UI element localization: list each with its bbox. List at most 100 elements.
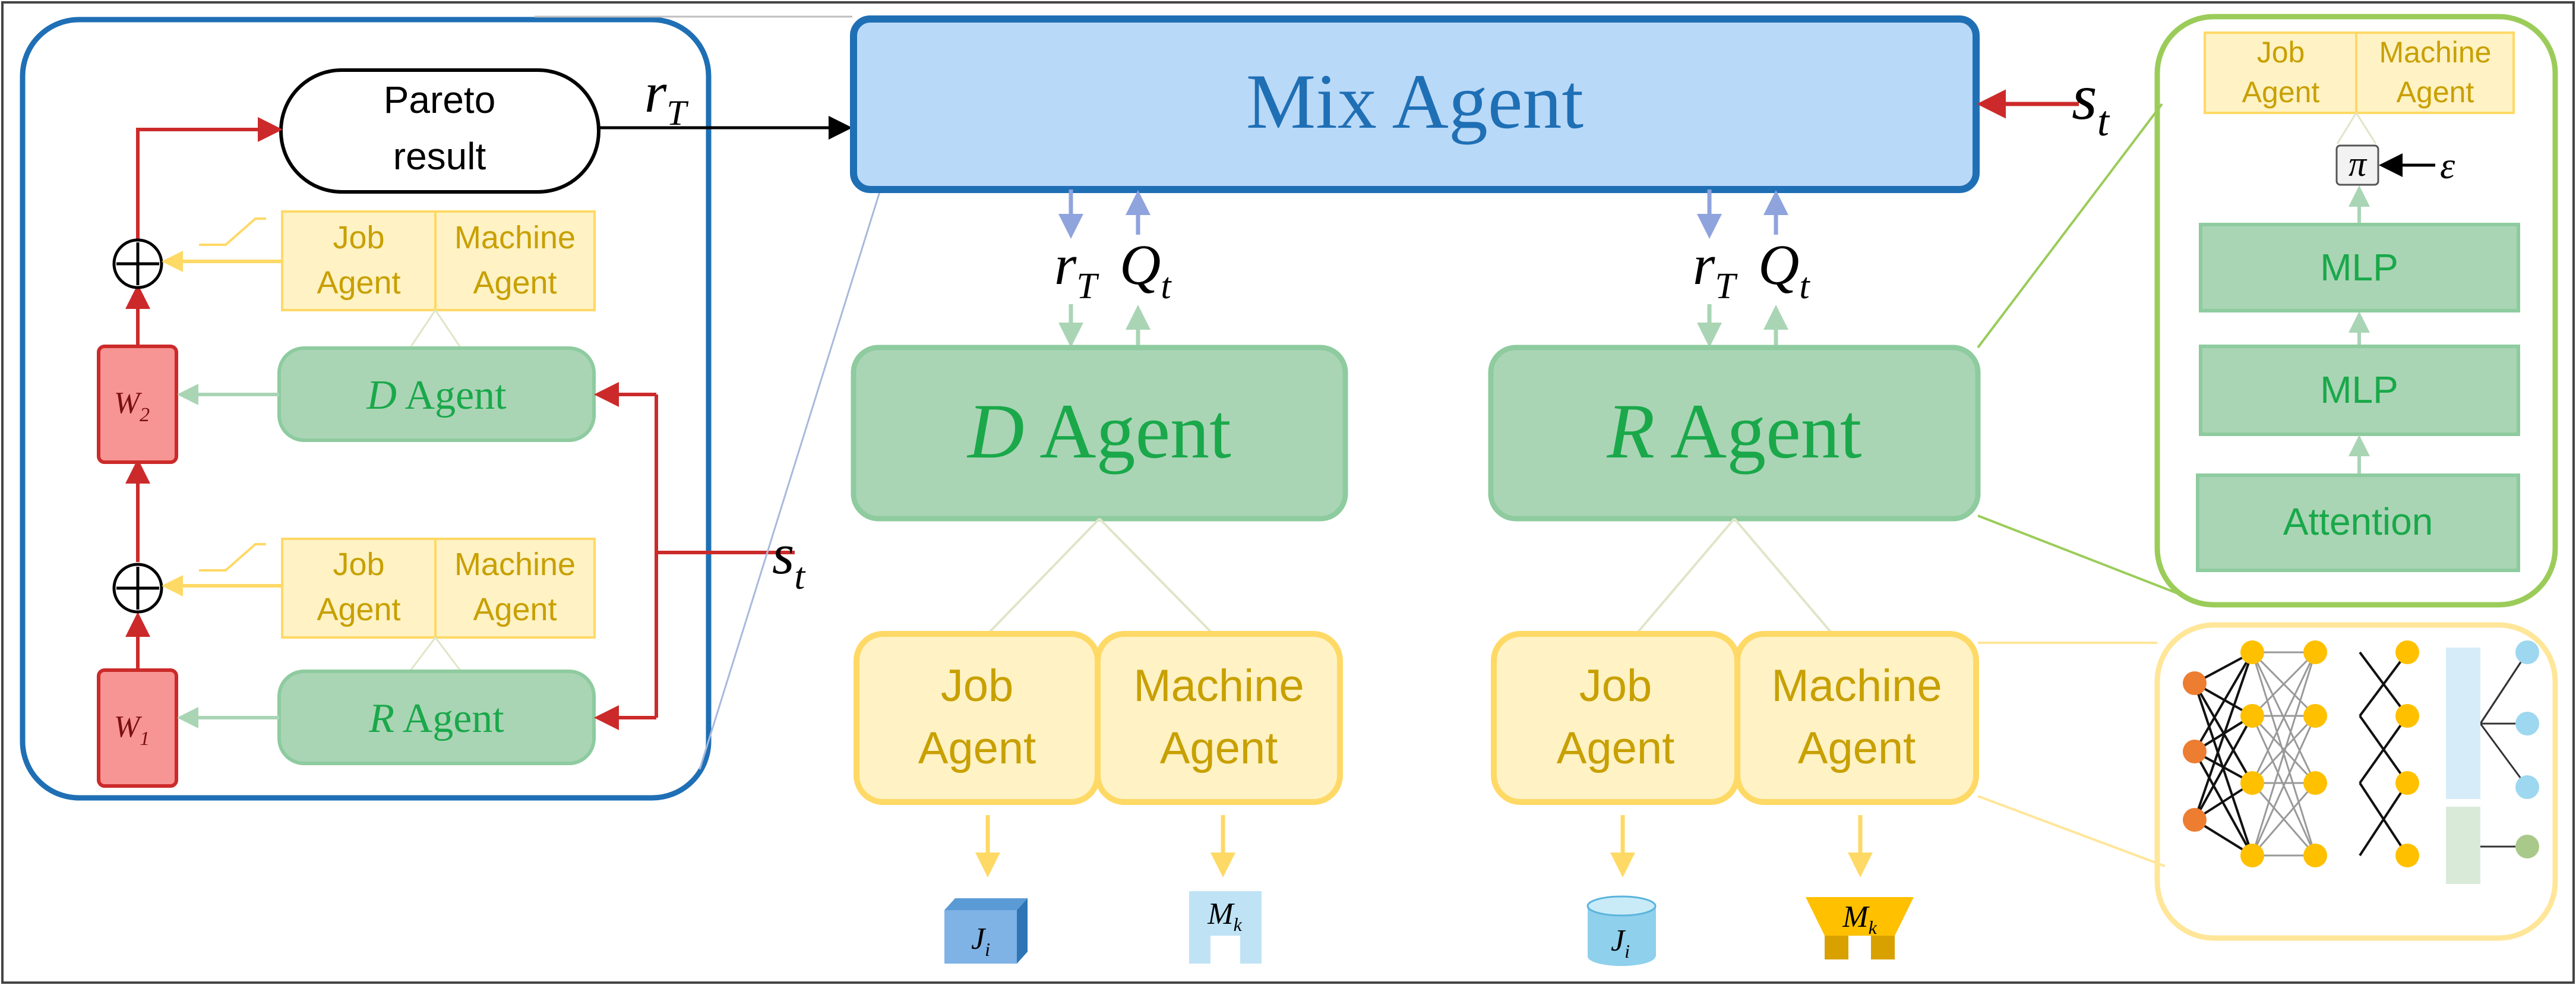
left-lower-machine-line2: Agent xyxy=(473,592,557,627)
net-job-agent xyxy=(2204,31,2357,114)
w2-weight-box xyxy=(97,345,178,464)
nn-hidden-node xyxy=(2303,704,2327,728)
right-nn-panel xyxy=(2154,622,2558,941)
left-st-label: st xyxy=(772,522,806,597)
zoom-line-bottom xyxy=(698,190,881,770)
zoom-line-network-bottom xyxy=(1977,514,2192,600)
nn-edge-hidden xyxy=(2251,715,2316,784)
nn-hidden-node xyxy=(2303,640,2327,664)
nn-input-node xyxy=(2183,808,2207,832)
nn-hidden-node xyxy=(2240,771,2264,795)
epsilon-label: ε xyxy=(2440,144,2455,187)
attention-label: Attention xyxy=(2283,500,2433,543)
mlp-lower-label: MLP xyxy=(2320,368,2398,411)
upper-pair-connector xyxy=(409,310,462,349)
nn-edge-output xyxy=(2479,652,2528,724)
job-cube-icon: Ji xyxy=(944,898,1028,964)
lower-pair-connector xyxy=(409,637,462,672)
d-machine-line2: Agent xyxy=(1160,723,1278,774)
r-job-agent xyxy=(1491,631,1740,805)
mix-agent-label: Mix Agent xyxy=(1246,58,1583,145)
nn-output-node xyxy=(2515,775,2539,799)
w1-label: W1 xyxy=(114,710,150,750)
zoom-line-network-top xyxy=(1977,103,2163,349)
zoom-line-nn-bottom xyxy=(1977,795,2166,867)
nn-light-green-bar xyxy=(2446,807,2480,884)
left-upper-job-line2: Agent xyxy=(317,265,400,301)
net-machine-line2: Agent xyxy=(2397,75,2474,109)
lower-switch-icon xyxy=(199,543,266,572)
left-lower-job-line2: Agent xyxy=(317,592,400,627)
nn-nodes xyxy=(2183,640,2539,867)
left-upper-job-line1: Job xyxy=(333,220,384,255)
d-job-line1: Job xyxy=(941,661,1014,711)
r-agent-label: R Agent xyxy=(1607,387,1862,475)
nn-edge-input xyxy=(2193,715,2253,820)
left-detail-panel xyxy=(20,17,712,801)
attention-box xyxy=(2196,473,2520,572)
nn-edge-input xyxy=(2193,651,2253,753)
nn-edge-input xyxy=(2193,751,2253,856)
nn-edge-right xyxy=(2359,715,2409,784)
pi-policy-box xyxy=(2335,144,2379,186)
cube-job-label: Ji xyxy=(971,922,990,960)
nn-output-node xyxy=(2515,835,2539,858)
d-agent-label: D Agent xyxy=(966,387,1231,475)
pareto-rt-label: rT xyxy=(644,61,688,132)
net-machine-agent xyxy=(2355,31,2515,114)
left-lower-machine-line1: Machine xyxy=(454,547,576,582)
nn-hidden-node xyxy=(2303,771,2327,795)
nn-edge-input xyxy=(2193,652,2253,820)
r-machine-line2: Agent xyxy=(1798,723,1916,774)
machine-table-icon: Mk xyxy=(1189,891,1262,964)
mix-st-label: st xyxy=(2072,61,2110,145)
w2-label: W2 xyxy=(114,386,150,426)
nn-hidden-node xyxy=(2240,844,2264,867)
pareto-label-line2: result xyxy=(393,135,486,178)
r-job-line1: Job xyxy=(1579,661,1652,711)
nn-hidden-node xyxy=(2303,844,2327,867)
w1-weight-box xyxy=(97,668,178,788)
d-job-agent xyxy=(854,631,1101,805)
pi-label: π xyxy=(2349,144,2368,184)
r-job-line2: Agent xyxy=(1557,723,1675,774)
hopper-machine-label: Mk xyxy=(1842,900,1877,938)
nn-edge-hidden xyxy=(2251,652,2316,784)
left-upper-machine-line2: Agent xyxy=(473,265,557,301)
nn-input-node xyxy=(2183,671,2207,695)
mlp-upper-box xyxy=(2199,223,2520,312)
left-lower-job-agent xyxy=(281,538,437,639)
pareto-label-line1: Pareto xyxy=(384,78,496,121)
net-machine-line1: Machine xyxy=(2379,36,2492,69)
r-qt-label: Qt xyxy=(1758,233,1810,307)
upper-switch-icon xyxy=(199,217,266,246)
left-lower-machine-agent xyxy=(434,538,596,639)
nn-hidden-node xyxy=(2395,771,2419,795)
nn-hidden-node xyxy=(2395,704,2419,728)
net-job-line2: Agent xyxy=(2242,75,2320,109)
r-rt-label: rT xyxy=(1693,233,1738,307)
d-machine-agent xyxy=(1095,631,1343,805)
mlp-upper-label: MLP xyxy=(2320,246,2398,289)
job-cylinder-icon: Ji xyxy=(1586,895,1657,966)
net-pair-connector xyxy=(2336,112,2377,144)
left-d-agent-label: D Agent xyxy=(366,372,507,418)
r-machine-agent xyxy=(1734,631,1979,805)
d-job-line2: Agent xyxy=(918,723,1036,774)
cylinder-job-label: Ji xyxy=(1611,924,1630,962)
d-agent-connector xyxy=(987,517,1214,635)
d-rt-label: rT xyxy=(1054,233,1099,307)
nn-edge-hidden xyxy=(2251,651,2316,717)
nn-edge-right xyxy=(2359,651,2409,717)
d-qt-label: Qt xyxy=(1120,233,1172,307)
r-agent-connector xyxy=(1635,517,1834,635)
left-upper-machine-line1: Machine xyxy=(454,220,576,255)
left-lower-job-line1: Job xyxy=(333,547,384,582)
net-job-line1: Job xyxy=(2257,36,2305,69)
nn-edge-hidden xyxy=(2251,782,2316,856)
mlp-lower-box xyxy=(2199,345,2520,436)
nn-edge-right xyxy=(2359,782,2409,857)
nn-hidden-node xyxy=(2395,844,2419,867)
